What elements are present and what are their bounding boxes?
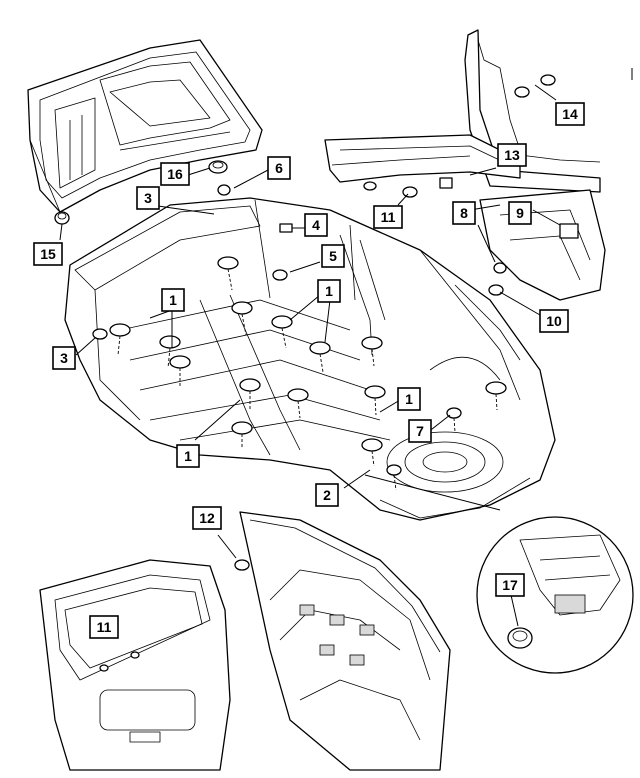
part-15-plug <box>54 211 70 225</box>
callout-2-label: 2 <box>323 487 331 503</box>
roof-rail-drawing <box>324 134 521 198</box>
underbody-drawing <box>64 197 556 521</box>
callout-10: 10 <box>539 309 569 333</box>
callout-8-label: 8 <box>460 205 468 221</box>
callout-14: 14 <box>555 102 585 126</box>
callout-1-right-label: 1 <box>405 391 413 407</box>
callout-7-label: 7 <box>416 423 424 439</box>
callout-1-right: 1 <box>397 387 421 411</box>
part-6-plug <box>217 184 231 196</box>
liftgate-inner-drawing <box>234 511 451 771</box>
callout-5-label: 5 <box>329 248 337 264</box>
callout-1-upper-left: 1 <box>161 288 185 312</box>
callout-3-left-label: 3 <box>60 350 68 366</box>
callout-6: 6 <box>267 156 291 180</box>
plain-label-11: 11 <box>373 205 403 229</box>
quarter-panel-drawing <box>479 189 606 301</box>
callout-17: 17 <box>495 573 525 597</box>
callout-3-top-label: 3 <box>144 190 152 206</box>
callout-14-label: 14 <box>562 106 578 122</box>
callout-15-label: 15 <box>40 246 56 262</box>
detail-circle-part-17 <box>364 474 634 674</box>
callout-1-lower-left-label: 1 <box>184 448 192 464</box>
callout-2: 2 <box>315 483 339 507</box>
callout-8: 8 <box>452 201 476 225</box>
callout-1-upper-left-label: 1 <box>169 292 177 308</box>
callout-16-label: 16 <box>167 166 183 182</box>
callout-3-top: 3 <box>136 186 160 210</box>
callout-4: 4 <box>304 213 328 237</box>
underbody-plugs <box>92 223 507 491</box>
callout-5: 5 <box>321 244 345 268</box>
callout-13-label: 13 <box>504 147 520 163</box>
pillar-drawing <box>464 29 633 193</box>
callout-12-label: 12 <box>199 510 215 526</box>
callout-11-liftgate: 11 <box>89 615 119 639</box>
callout-12: 12 <box>192 506 222 530</box>
callout-1-upper-right: 1 <box>317 279 341 303</box>
callout-7: 7 <box>408 419 432 443</box>
callout-9-label: 9 <box>516 205 524 221</box>
part-16-plug <box>208 160 228 174</box>
callout-1-lower-left: 1 <box>176 444 200 468</box>
plain-label-11-text: 11 <box>381 209 396 225</box>
callout-1-upper-right-label: 1 <box>325 283 333 299</box>
callout-16: 16 <box>160 162 190 186</box>
callout-6-label: 6 <box>275 160 283 176</box>
callout-3-left: 3 <box>52 346 76 370</box>
callout-13: 13 <box>497 143 527 167</box>
hood-drawing <box>27 39 263 213</box>
liftgate-outer-drawing <box>39 559 231 771</box>
callout-11-liftgate-label: 11 <box>97 619 112 635</box>
callout-9: 9 <box>508 201 532 225</box>
callout-15: 15 <box>33 242 63 266</box>
callout-10-label: 10 <box>546 313 562 329</box>
callout-17-label: 17 <box>502 577 518 593</box>
callout-4-label: 4 <box>312 217 320 233</box>
